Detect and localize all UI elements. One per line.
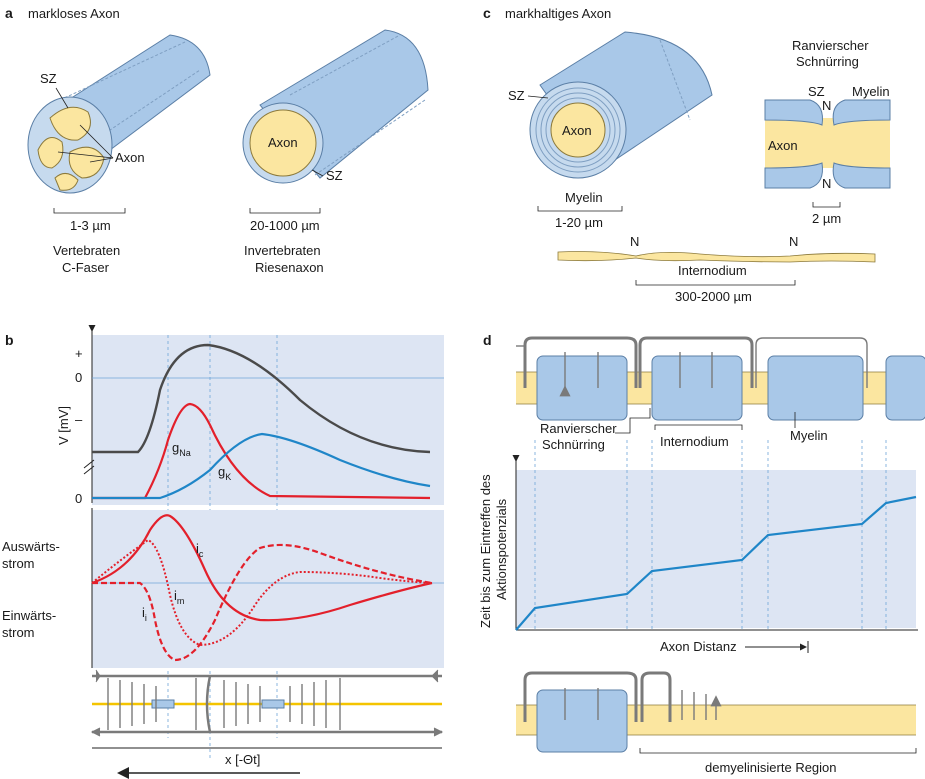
ranvier-label-d-1: Ranvierscher <box>540 421 617 436</box>
scale-myelinated: 1-20 µm <box>555 215 603 230</box>
x-axis-label: x [-Θt] <box>225 752 260 767</box>
inward-label-1: Einwärts- <box>2 608 56 623</box>
giant-axon-illustration <box>242 29 429 184</box>
caption-left-1: Vertebraten <box>53 243 120 258</box>
scale-internode: 300-2000 µm <box>675 289 752 304</box>
y-tick-minus: – <box>75 412 83 427</box>
panel-c-title: markhaltiges Axon <box>505 6 611 21</box>
y-tick-plus: + <box>75 346 83 361</box>
ic-curve <box>91 514 433 622</box>
sz-label-left: SZ <box>40 71 57 86</box>
axon-label-left: Axon <box>115 150 145 165</box>
current-plot-area <box>92 510 444 668</box>
demyelinated-label: demyelinisierte Region <box>705 760 837 775</box>
scale-left: 1-3 µm <box>70 218 111 233</box>
ranvier-label-2: Schnürring <box>796 54 859 69</box>
scale-node: 2 µm <box>812 211 841 226</box>
arrival-time-curve <box>515 495 917 631</box>
ii-curve <box>92 543 433 662</box>
myelin-label-d: Myelin <box>790 428 828 443</box>
arrival-time-plot-area <box>516 470 916 628</box>
demyelinated-schematic <box>516 671 916 753</box>
outward-label-1: Auswärts- <box>2 539 60 554</box>
n-label-bottom: N <box>822 176 831 191</box>
gk-curve <box>92 432 431 500</box>
axon-label-node: Axon <box>768 138 798 153</box>
n-label-left: N <box>630 234 639 249</box>
voltage-curve <box>92 343 431 454</box>
panel-b-letter: b <box>5 332 14 348</box>
ii-label: ii <box>142 605 147 623</box>
ic-label: ic <box>196 541 204 559</box>
panel-a-letter: a <box>5 5 13 21</box>
sz-label-myelinated: SZ <box>508 88 525 103</box>
local-circuit-schematic <box>90 669 444 737</box>
y-tick-zero: 0 <box>75 370 82 385</box>
gna-label: gNa <box>172 440 191 458</box>
panel-b: b + 0 – 0 V [mV] gNa gK Auswärts- strom … <box>2 325 444 779</box>
n-label-top: N <box>822 98 831 113</box>
unmyelinated-fiber-illustration <box>27 34 211 194</box>
panel-c: c markhaltiges Axon SZ Axon Myelin 1-20 … <box>483 5 891 304</box>
ranvier-label-1: Ranvierscher <box>792 38 869 53</box>
panel-d-letter: d <box>483 332 492 348</box>
myelinated-fiber-illustration <box>529 31 713 179</box>
y-axis-label-d-1: Zeit bis zum Eintreffen des <box>478 474 493 628</box>
inward-label-2: strom <box>2 625 35 640</box>
panel-c-letter: c <box>483 5 491 21</box>
axon-label-myelinated: Axon <box>562 123 592 138</box>
axon-label-right: Axon <box>268 135 298 150</box>
scale-right: 20-1000 µm <box>250 218 320 233</box>
panel-a: a markloses Axon SZ Axon 1-3 µm Vertebra… <box>5 5 429 275</box>
internodium-label: Internodium <box>678 263 747 278</box>
internodium-label-d: Internodium <box>660 434 729 449</box>
y-axis-label-d-2: Aktionspotenzials <box>494 498 509 600</box>
x-axis-label-d: Axon Distanz <box>660 639 737 654</box>
caption-right-2: Riesenaxon <box>255 260 324 275</box>
n-label-right: N <box>789 234 798 249</box>
outward-label-2: strom <box>2 556 35 571</box>
saltatory-schematic <box>516 336 925 421</box>
gk-label: gK <box>218 464 231 482</box>
gna-curve <box>92 402 431 500</box>
myelin-label-node: Myelin <box>852 84 890 99</box>
voltage-axis-label: V [mV] <box>56 406 71 445</box>
axis-break-mark <box>83 459 95 475</box>
caption-right-1: Invertebraten <box>244 243 321 258</box>
ranvier-label-d-2: Schnürring <box>542 437 605 452</box>
node-of-ranvier-illustration <box>764 99 891 189</box>
voltage-plot-area <box>92 335 444 505</box>
panel-a-title: markloses Axon <box>28 6 120 21</box>
sz-label-right: SZ <box>326 168 343 183</box>
y-tick-zero-low: 0 <box>75 491 82 506</box>
sz-label-node: SZ <box>808 84 825 99</box>
panel-d: d Ranvierscher Schnürring Internodium My… <box>478 332 925 775</box>
im-label: im <box>174 588 184 606</box>
caption-left-2: C-Faser <box>62 260 110 275</box>
myelin-label: Myelin <box>565 190 603 205</box>
